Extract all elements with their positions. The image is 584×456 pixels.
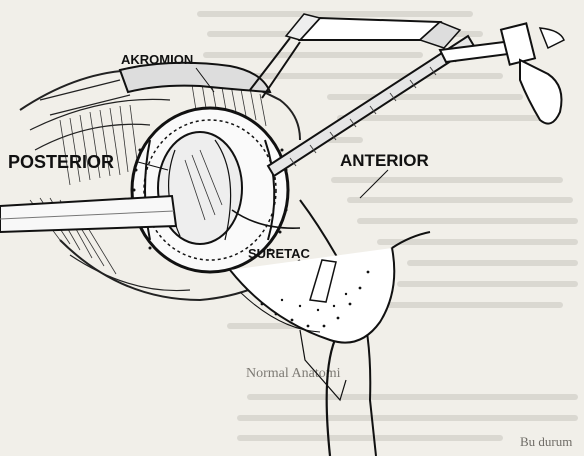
label-posterior: POSTERIOR (8, 152, 114, 172)
acromion-bone (120, 63, 270, 92)
posterior-cannula (0, 196, 176, 232)
label-anterior: ANTERIOR (340, 151, 429, 170)
label-akromion: AKROMION (121, 52, 193, 67)
label-suretac: SURETAC (248, 246, 310, 261)
anterior-leader (360, 170, 388, 198)
